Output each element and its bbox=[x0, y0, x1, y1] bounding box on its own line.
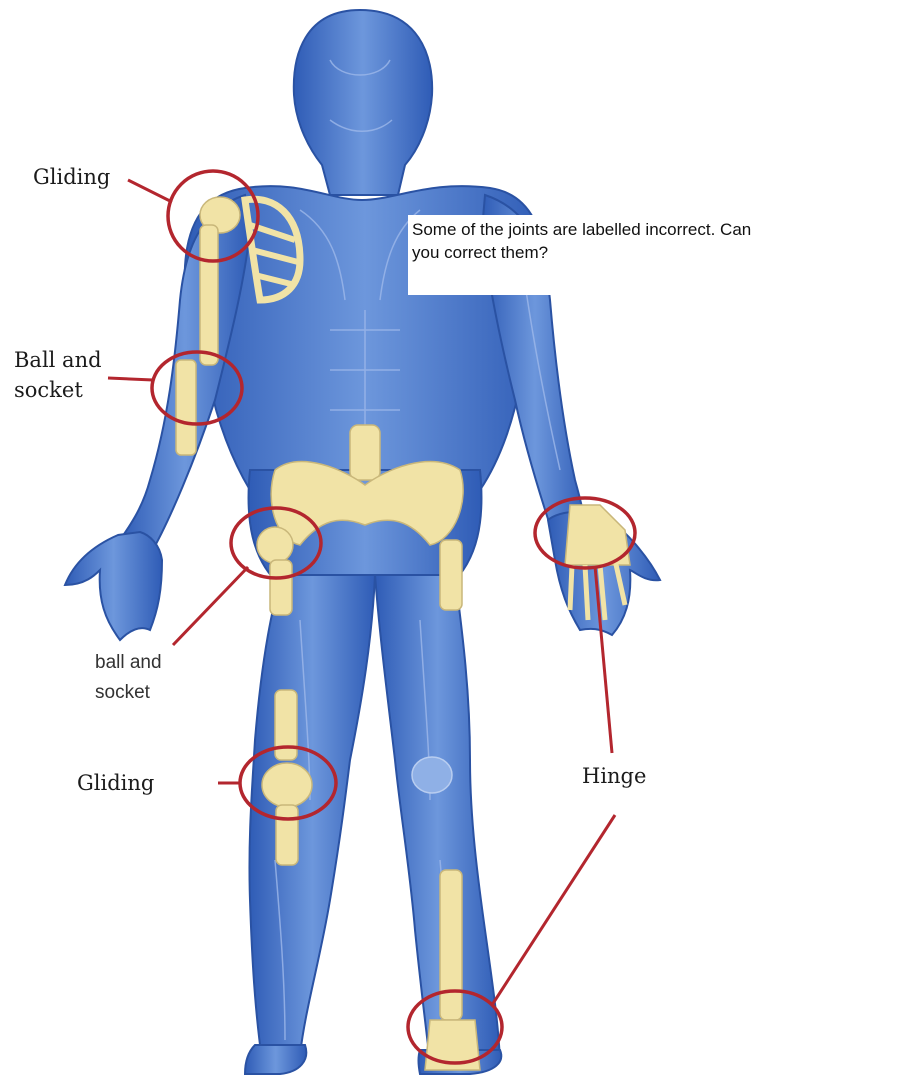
label-elbow-line-1: Ball and bbox=[14, 345, 102, 375]
forearm bbox=[176, 360, 196, 455]
label-elbow: Ball and socket bbox=[14, 345, 102, 405]
leader-elbow bbox=[108, 378, 153, 380]
label-elbow-line-2: socket bbox=[14, 375, 102, 405]
femur-lower bbox=[275, 690, 297, 760]
question-note: Some of the joints are labelled incorrec… bbox=[408, 215, 900, 295]
leader-ankle bbox=[492, 815, 615, 1005]
label-knee: Gliding bbox=[77, 768, 154, 798]
label-shoulder: Gliding bbox=[33, 162, 110, 192]
left-tibia bbox=[440, 870, 462, 1020]
question-line-2: you correct them? bbox=[412, 241, 900, 264]
left-femur bbox=[440, 540, 462, 610]
humerus bbox=[200, 225, 218, 365]
left-leg bbox=[375, 575, 500, 1062]
label-hip-line-1: ball and bbox=[95, 648, 162, 678]
leader-hip bbox=[173, 567, 248, 645]
question-line-1: Some of the joints are labelled incorrec… bbox=[412, 218, 900, 241]
label-hip: ball and socket bbox=[95, 648, 162, 708]
head bbox=[294, 10, 432, 195]
label-hinge: Hinge bbox=[582, 761, 646, 791]
femur bbox=[270, 560, 292, 615]
right-foot bbox=[245, 1045, 306, 1074]
left-knee bbox=[412, 757, 452, 793]
spine bbox=[350, 425, 380, 480]
leader-shoulder bbox=[128, 180, 172, 202]
tibia bbox=[276, 805, 298, 865]
right-hand bbox=[65, 532, 162, 640]
label-hip-line-2: socket bbox=[95, 678, 162, 708]
femoral-head bbox=[257, 527, 293, 563]
patella bbox=[262, 763, 312, 807]
